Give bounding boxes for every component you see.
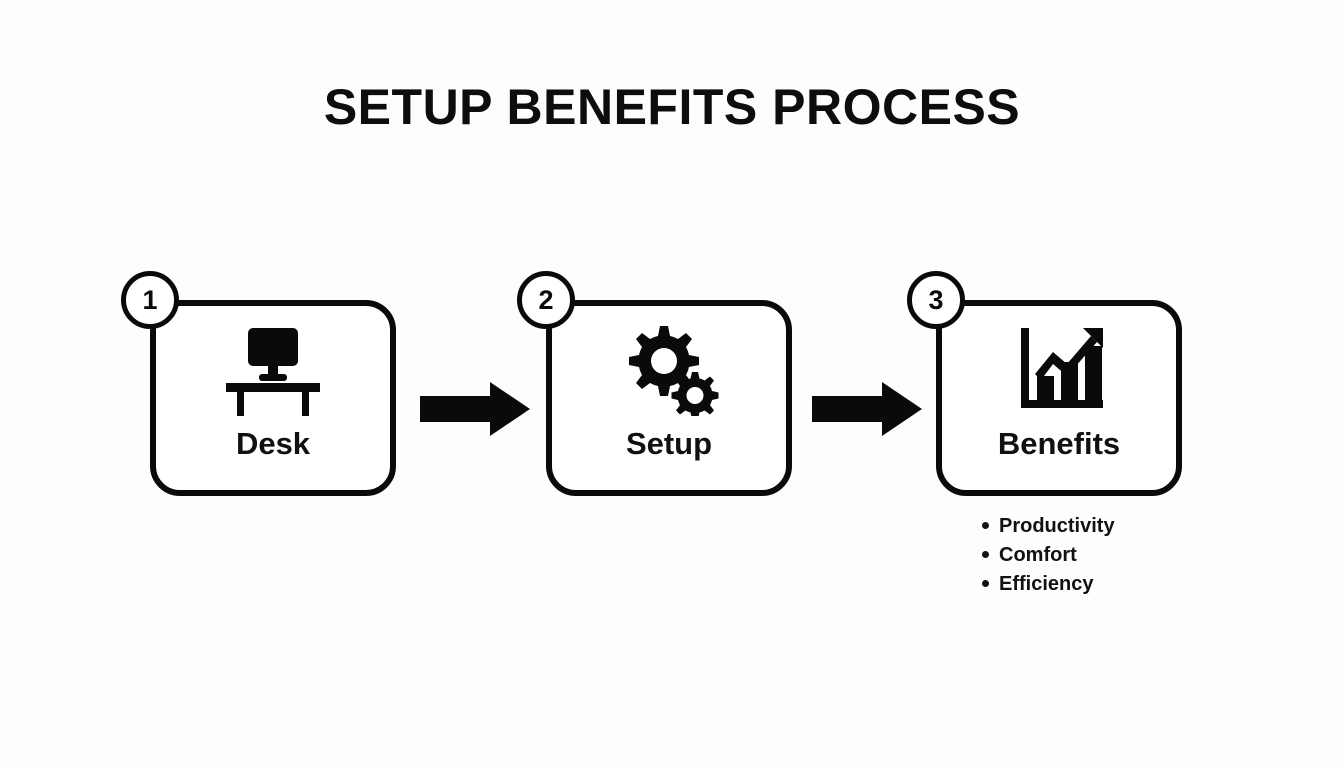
arrow-right-icon-2 — [812, 382, 922, 436]
bullet-dot-icon — [982, 521, 989, 529]
process-step-3[interactable]: 3 Benefits Productivity Comfort — [907, 271, 1182, 595]
benefit-label: Efficiency — [999, 573, 1094, 595]
benefits-list: Productivity Comfort Efficiency — [982, 512, 1115, 599]
step-1-number-badge: 1 — [121, 271, 179, 329]
step-1-label: Desk — [235, 426, 311, 461]
process-step-1[interactable]: 1 Desk — [121, 271, 396, 496]
list-item: Productivity — [982, 512, 1115, 541]
bar-chart-growth-icon — [936, 322, 1182, 418]
gears-icon — [546, 322, 792, 418]
benefit-label: Productivity — [999, 515, 1115, 537]
step-3-number-badge: 3 — [907, 271, 965, 329]
step-2-number-badge: 2 — [517, 271, 575, 329]
bullet-dot-icon — [982, 550, 989, 558]
step-3-label: Benefits — [997, 426, 1121, 461]
step-2-label: Setup — [625, 426, 713, 461]
step-3-box — [936, 300, 1182, 496]
process-flow: 1 Desk 2 — [0, 271, 1344, 640]
bullet-dot-icon — [982, 579, 989, 587]
page-title: SETUP BENEFITS PROCESS — [323, 79, 1021, 135]
benefit-label: Comfort — [999, 544, 1077, 566]
process-step-2[interactable]: 2 Setup — [517, 271, 792, 496]
list-item: Comfort — [982, 541, 1115, 570]
arrow-right-icon-1 — [420, 382, 530, 436]
desk-monitor-icon — [150, 322, 396, 418]
list-item: Efficiency — [982, 570, 1115, 599]
